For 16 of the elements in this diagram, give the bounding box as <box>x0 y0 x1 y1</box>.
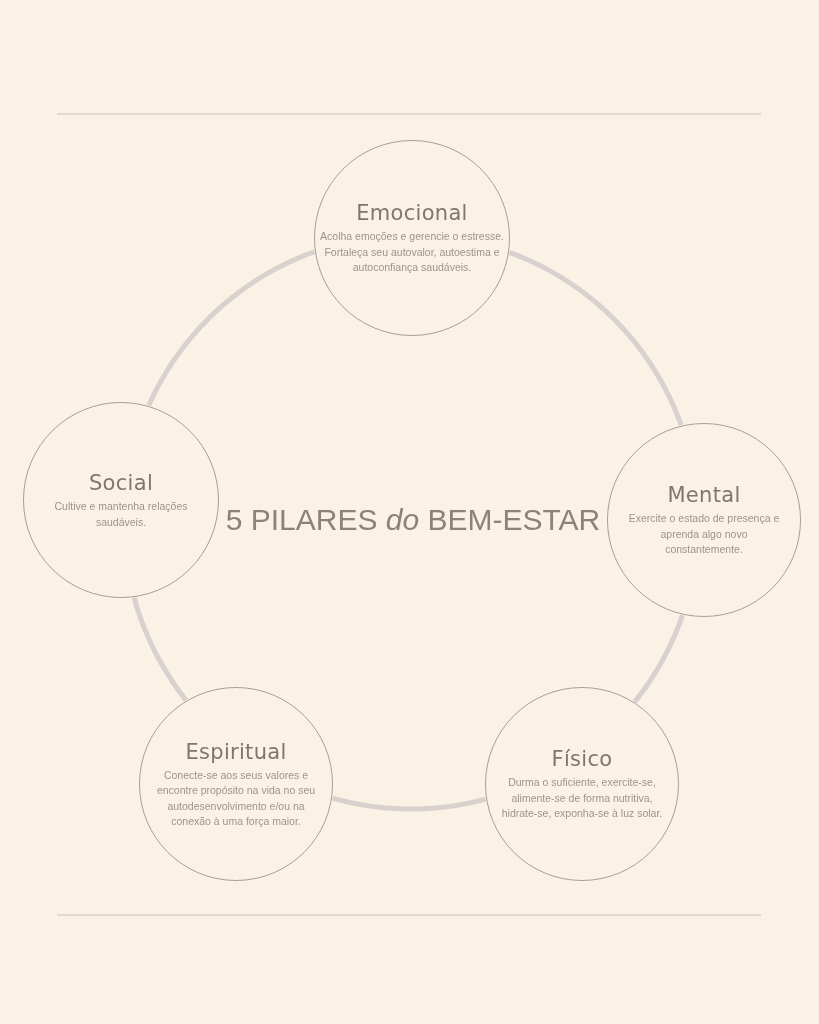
ring-arc <box>331 795 487 812</box>
pillar-title: Mental <box>667 482 741 509</box>
ring-arc <box>146 249 316 407</box>
pillar-title: Físico <box>551 746 613 773</box>
ring-arc <box>508 250 684 426</box>
pillar-title: Emocional <box>356 200 468 227</box>
ring-arc <box>632 613 685 704</box>
pillar-description: Exercite o estado de presença e aprenda algo novo constantemente. <box>627 511 781 558</box>
pillar-title: Social <box>88 470 154 496</box>
pillar-description: Durma o suficiente, exercite-se, alimente-se de forma nutritiva, hidrate-se, exponha-se à luz solar. <box>500 775 664 822</box>
pillar-description: Conecte-se aos seus valores e encontre propósito na vida no seu autodesenvolvimento e/ou na conexão à uma força maior. <box>155 767 317 829</box>
pillar-description: Cultive e mantenha relações saudáveis. <box>53 499 189 530</box>
pillar-description: Acolha emoções e gerencie o estresse. Fortaleça seu autovalor, autoestima e autoconfiança saudáveis. <box>319 229 505 276</box>
ring-arc <box>131 596 188 702</box>
pillar-title: Espiritual <box>185 738 287 765</box>
diagram-title: 5 PILARES do BEM-ESTAR <box>225 502 601 538</box>
